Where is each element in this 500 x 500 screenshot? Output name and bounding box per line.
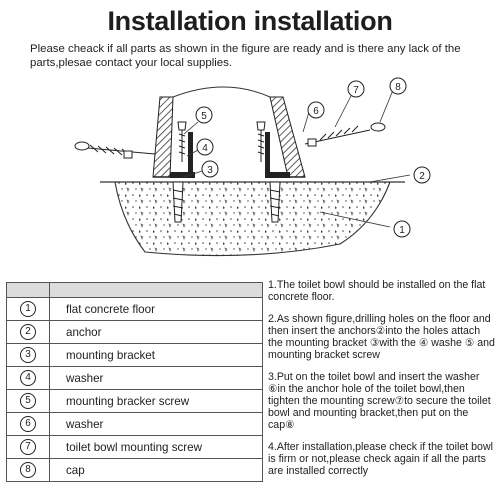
part-number: 1 xyxy=(20,301,36,317)
part-name: anchor xyxy=(49,320,263,344)
bracket-screws xyxy=(177,121,266,162)
callout-label-6: 6 xyxy=(313,106,319,117)
table-row: 5 mounting bracker screw xyxy=(6,389,263,413)
callout-2 xyxy=(413,166,431,184)
part-name: mounting bracket xyxy=(49,343,263,367)
step-2: 2.As shown figure,drilling holes on the … xyxy=(268,312,495,362)
step-4: 4.After installation,please check if the… xyxy=(268,440,493,478)
callout-3 xyxy=(201,160,219,178)
part-number: 6 xyxy=(20,416,36,432)
leader-lines xyxy=(183,89,411,228)
step-1: 1.The toilet bowl should be installed on… xyxy=(268,279,486,304)
step-3: 3.Put on the toilet bowl and insert the … xyxy=(268,370,491,432)
part-number: 7 xyxy=(20,439,36,455)
concrete-floor xyxy=(100,181,405,257)
table-row: 1 flat concrete floor xyxy=(6,297,263,321)
parts-table: 1 flat concrete floor 2 anchor 3 mounting b… xyxy=(6,282,263,482)
part-name: toilet bowl mounting screw xyxy=(49,435,263,459)
table-row: 7 toilet bowl mounting screw xyxy=(6,435,263,459)
callout-7 xyxy=(347,80,365,98)
part-name: flat concrete floor xyxy=(49,297,263,321)
callout-1 xyxy=(393,220,411,238)
part-name: washer xyxy=(49,412,263,436)
callout-label-3: 3 xyxy=(207,165,213,176)
parts-table-header xyxy=(6,282,263,298)
table-row: 6 washer xyxy=(6,412,263,436)
part-number: 4 xyxy=(20,370,36,386)
intro-text: Please cheack if all parts as shown in t… xyxy=(30,43,461,69)
diagram-svg: 1 2 3 4 5 6 7 8 xyxy=(74,77,431,257)
installation-diagram: 1 2 3 4 5 6 7 8 xyxy=(60,72,440,277)
callout-5 xyxy=(195,106,213,124)
part-name: mounting bracker screw xyxy=(49,389,263,413)
table-row: 3 mounting bracket xyxy=(6,343,263,367)
callout-label-1: 1 xyxy=(399,225,405,236)
callout-label-5: 5 xyxy=(201,111,207,122)
table-row: 2 anchor xyxy=(6,320,263,344)
callout-label-4: 4 xyxy=(202,143,208,154)
callout-label-2: 2 xyxy=(419,171,425,182)
part-name: washer xyxy=(49,366,263,390)
callout-label-8: 8 xyxy=(395,82,401,93)
part-number: 3 xyxy=(20,347,36,363)
table-row: 4 washer xyxy=(6,366,263,390)
part-number: 8 xyxy=(20,462,36,478)
callout-circles xyxy=(195,77,431,238)
table-row: 8 cap xyxy=(6,458,263,482)
part-name: cap xyxy=(49,458,263,482)
part-number: 5 xyxy=(20,393,36,409)
callout-8 xyxy=(389,77,407,95)
floor-anchors xyxy=(172,181,281,223)
toilet-bowl-walls xyxy=(152,86,306,178)
toilet-mounting-screws xyxy=(74,122,386,159)
callout-6 xyxy=(307,101,325,119)
callout-label-7: 7 xyxy=(353,85,359,96)
callout-4 xyxy=(196,138,214,156)
page-title: Installation installation xyxy=(107,6,393,36)
installation-steps: 1.The toilet bowl should be installed on… xyxy=(268,279,496,487)
part-number: 2 xyxy=(20,324,36,340)
